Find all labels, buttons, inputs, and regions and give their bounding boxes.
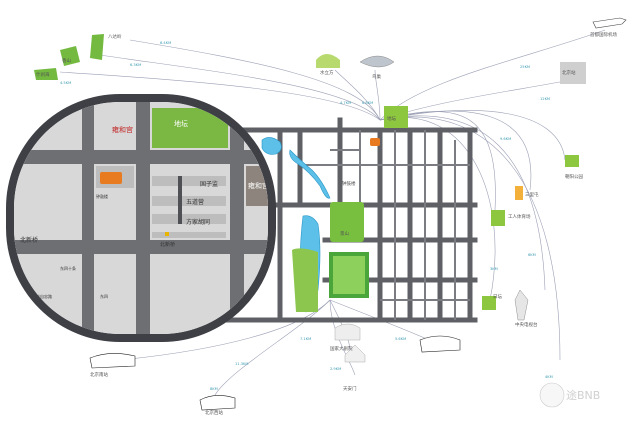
distance-label: 25KM [520, 65, 530, 69]
distance-label: 6KM [528, 253, 536, 257]
distance-label: 12KM [540, 97, 550, 101]
train-icons [89, 335, 461, 411]
watermark: 途BNB [539, 382, 600, 408]
label-beijing-south: 北京南站 [90, 371, 108, 378]
label-badaling: 八达岭 [108, 33, 122, 40]
zoom-inset: 地坛 雍和宫 北新桥 国子监 五道营 方家胡同 北新桥 雍和宫 钟鼓楼 张自忠路… [6, 94, 276, 342]
inset-label-subway: 北新桥 [160, 241, 175, 248]
inset-label-shisanli: 东四十条 [60, 265, 76, 271]
label-national-theater: 国家大剧院 [330, 345, 353, 352]
parks [34, 34, 579, 312]
distance-label: 11.3KM [235, 362, 248, 366]
inset-label-zhangzizhong: 张自忠路 [36, 293, 52, 299]
distance-label: 2.9KM [330, 367, 341, 371]
minor-roads [300, 130, 470, 320]
label-beijing-station: 北京站 [562, 69, 576, 76]
distance-label: 7.1KM [300, 337, 311, 341]
distance-label: 4.5KM [60, 81, 71, 85]
distance-label: 4KM [545, 375, 553, 379]
label-beijing-west: 北京西站 [205, 409, 223, 416]
label-chaoyang-park: 朝阳公园 [565, 173, 583, 180]
label-gulou: 钟鼓楼 [342, 180, 356, 187]
label-workers-stadium: 工人体育场 [508, 213, 531, 220]
label-tiananmen: 天安门 [343, 385, 357, 392]
main-map-labels: 首都国际机场 北京站 鸟巢 水立方 天安门 北京南站 北京西站 中央电视台 工人… [36, 31, 617, 416]
distance-label: 9.6KM [500, 137, 511, 141]
distance-label: 8KM [210, 387, 218, 391]
city-roads [202, 117, 478, 323]
label-shichahai: 什刹海 [36, 71, 50, 78]
label-capital-airport: 首都国际机场 [590, 31, 617, 38]
label-xiangshan: 香山 [62, 57, 71, 64]
inset-label-dongsi: 东四 [100, 293, 108, 299]
inset-label-park: 地坛 [174, 119, 188, 128]
watermark-text: 途BNB [566, 388, 600, 402]
distance-label: 6.3KM [130, 63, 141, 67]
inset-label-hotel: 雍和宫 [112, 125, 133, 134]
label-sanlitun: 三里屯 [525, 191, 539, 198]
landmark-markers [316, 17, 627, 363]
distance-labels: 4.5KM 6.3KM 8.4KM 12KM 25KM 9.6KM 6KM 3K… [60, 41, 553, 391]
label-ditan: 地坛 [387, 115, 396, 122]
inset-label-yonghegong: 雍和宫 [248, 181, 269, 190]
distance-label: 6.8KM [362, 101, 373, 105]
label-ritan: 日坛 [493, 293, 502, 300]
inset-label-guozijian: 国子监 [200, 180, 218, 188]
inset-label-bell: 钟鼓楼 [96, 193, 108, 199]
distance-label: 5.6KM [395, 337, 406, 341]
label-bird-nest: 鸟巢 [372, 73, 381, 80]
distance-label: 4.7KM [340, 101, 351, 105]
label-jingshan: 景山 [340, 230, 349, 237]
distance-label: 8.4KM [160, 41, 171, 45]
label-water-cube: 水立方 [320, 69, 334, 76]
inset-label-wudaoying: 五道营 [186, 198, 204, 206]
distance-label: 3KM [490, 267, 498, 271]
inset-label-fangjia: 方家胡同 [186, 218, 210, 226]
inset-label-lama: 北新桥 [20, 236, 38, 244]
label-cctv: 中央电视台 [515, 321, 538, 328]
connector-lines [59, 29, 606, 396]
